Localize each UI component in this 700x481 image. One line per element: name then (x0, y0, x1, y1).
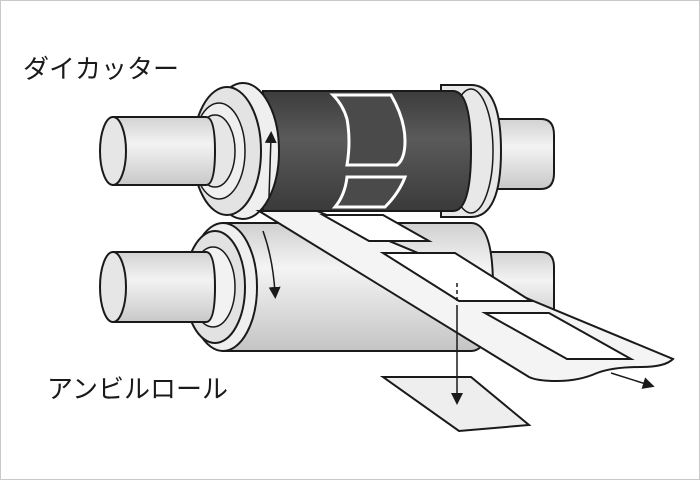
feed-direction-arrow-icon (610, 372, 655, 389)
die-cutter-roll (99, 82, 555, 220)
anvil-roll (99, 222, 555, 352)
rotation-arrow-icon (264, 131, 277, 198)
sheet-web (255, 210, 675, 383)
die-cutter-label: ダイカッター (23, 55, 180, 85)
anvil-roll-label: アンビルロール (47, 375, 228, 405)
rotation-arrow-icon (262, 230, 281, 299)
cut-piece (379, 376, 532, 433)
